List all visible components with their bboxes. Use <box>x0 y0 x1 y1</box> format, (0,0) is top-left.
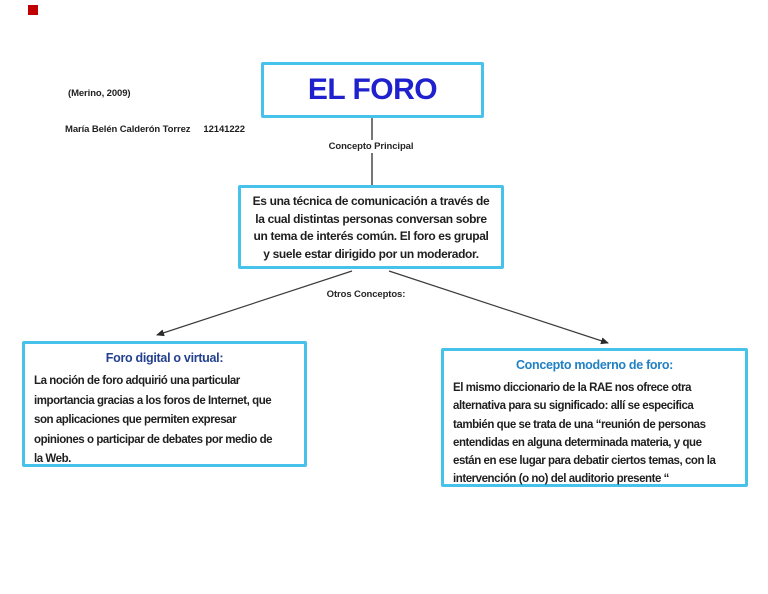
author-line: María Belén Calderón Torrez 12141222 <box>65 124 245 135</box>
left-concept-box: Foro digital o virtual: La noción de for… <box>22 341 307 467</box>
left-box-line: la Web. <box>34 453 71 466</box>
right-box-line: están en ese lugar para debatir ciertos … <box>453 455 716 468</box>
left-box-line: importancia gracias a los foros de Inter… <box>34 394 272 407</box>
right-box-line: también que se trata de una “reunión de … <box>453 418 706 431</box>
main-connector-label: Concepto Principal <box>325 140 417 153</box>
right-concept-box: Concepto moderno de foro: El mismo dicci… <box>441 348 748 487</box>
right-box-line: intervención (o no) del auditorio presen… <box>453 473 669 486</box>
right-box-line: alternativa para su significado: allí se… <box>453 400 694 413</box>
left-box-line: opiniones o participar de debates por me… <box>34 433 273 446</box>
right-box-line: El mismo diccionario de la RAE nos ofrec… <box>453 382 692 394</box>
right-box-line: entendidas en alguna determinada materia… <box>453 436 702 449</box>
title-box: EL FORO <box>261 62 484 118</box>
left-branch-arrow <box>156 270 353 337</box>
left-box-body: La noción de foro adquirió una particula… <box>34 372 295 470</box>
red-corner-marker <box>28 5 38 15</box>
main-concept-line: Es una técnica de comunicación a través … <box>252 194 490 208</box>
right-box-heading: Concepto moderno de foro: <box>515 358 674 372</box>
main-concept-line: un tema de interés común. El foro es gru… <box>253 229 489 243</box>
main-concept-line: la cual distintas personas conversan sob… <box>255 211 487 226</box>
left-box-line: La noción de foro adquirió una particula… <box>34 375 240 387</box>
citation-text: (Merino, 2009) <box>68 88 131 99</box>
main-concept-line: y suele estar dirigido por un moderador. <box>263 246 479 261</box>
main-concept-box: Es una técnica de comunicación a través … <box>238 185 504 269</box>
left-box-line: son aplicaciones que permiten expresar <box>34 414 237 427</box>
branch-label: Otros Conceptos: <box>324 289 408 300</box>
student-id: 12141222 <box>203 124 245 135</box>
left-box-heading: Foro digital o virtual: <box>105 351 224 365</box>
author-name: María Belén Calderón Torrez <box>65 124 191 135</box>
right-branch-arrow <box>388 270 609 345</box>
page-title: EL FORO <box>307 73 438 106</box>
right-box-body: El mismo diccionario de la RAE nos ofrec… <box>453 379 736 489</box>
